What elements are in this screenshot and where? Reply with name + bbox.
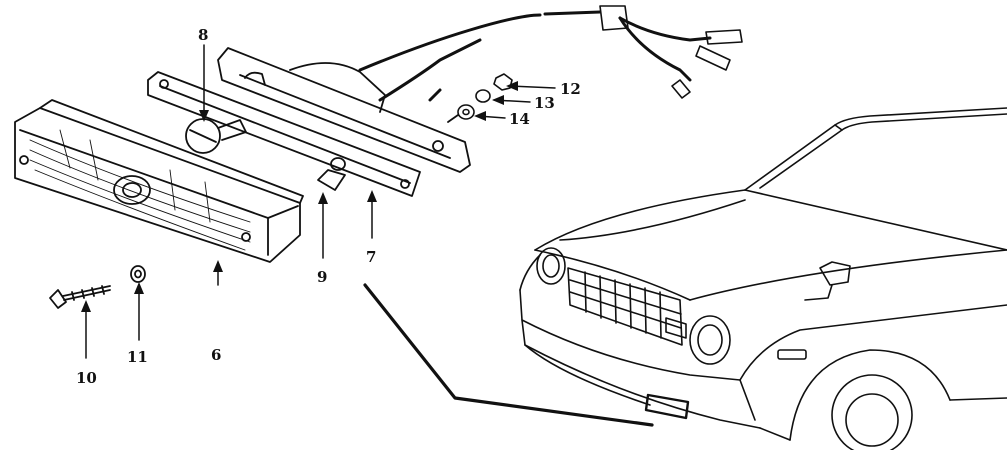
screw	[49, 285, 111, 309]
callout-10: 10	[76, 369, 97, 387]
callout-11: 11	[127, 348, 148, 366]
callout-9: 9	[317, 268, 327, 286]
callout-14: 14	[509, 110, 530, 128]
lens-assembly	[14, 99, 304, 263]
callout-6: 6	[211, 346, 221, 364]
spring-washer	[475, 89, 491, 103]
harness-connectors	[599, 5, 743, 99]
washer	[130, 265, 146, 283]
nut	[493, 73, 513, 91]
lamp-housing	[217, 47, 471, 173]
callout-7: 7	[366, 248, 376, 266]
callout-13: 13	[534, 94, 555, 112]
reference-leader-line	[363, 283, 654, 427]
callout-8: 8	[198, 26, 208, 44]
gasket	[147, 71, 421, 197]
bulb-large	[185, 118, 247, 154]
callout-12: 12	[560, 80, 581, 98]
car-illustration	[519, 107, 1007, 450]
callout-arrowheads	[81, 81, 518, 312]
bulb-small	[317, 157, 346, 191]
flat-washer	[457, 104, 475, 120]
